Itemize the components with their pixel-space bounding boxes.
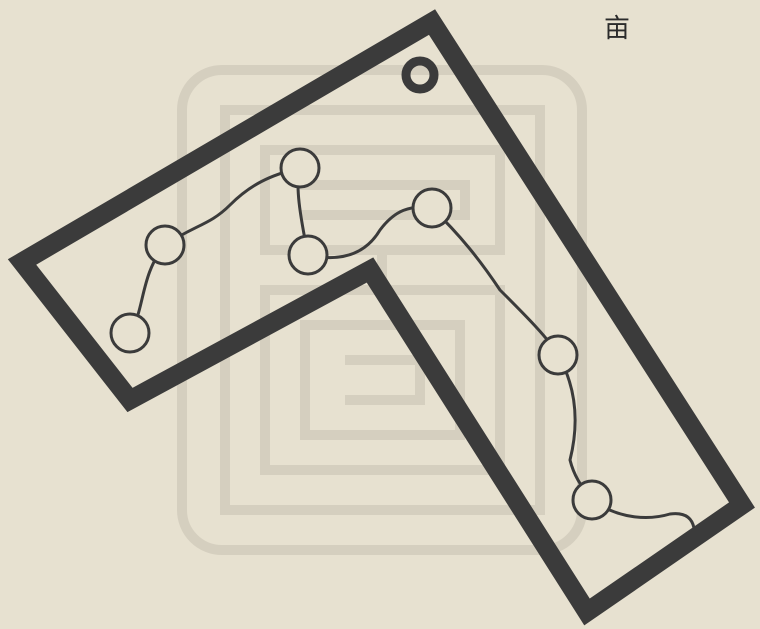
star-circle-5 bbox=[413, 189, 451, 227]
star-circle-2 bbox=[146, 226, 184, 264]
star-circle-3 bbox=[281, 149, 319, 187]
watermark-bottom-core bbox=[345, 360, 420, 400]
star-circle-4 bbox=[289, 236, 327, 274]
star-circle-1 bbox=[111, 314, 149, 352]
star-circle-6 bbox=[539, 336, 577, 374]
corner-character: 亩 bbox=[604, 14, 630, 44]
star-circle-7 bbox=[573, 481, 611, 519]
